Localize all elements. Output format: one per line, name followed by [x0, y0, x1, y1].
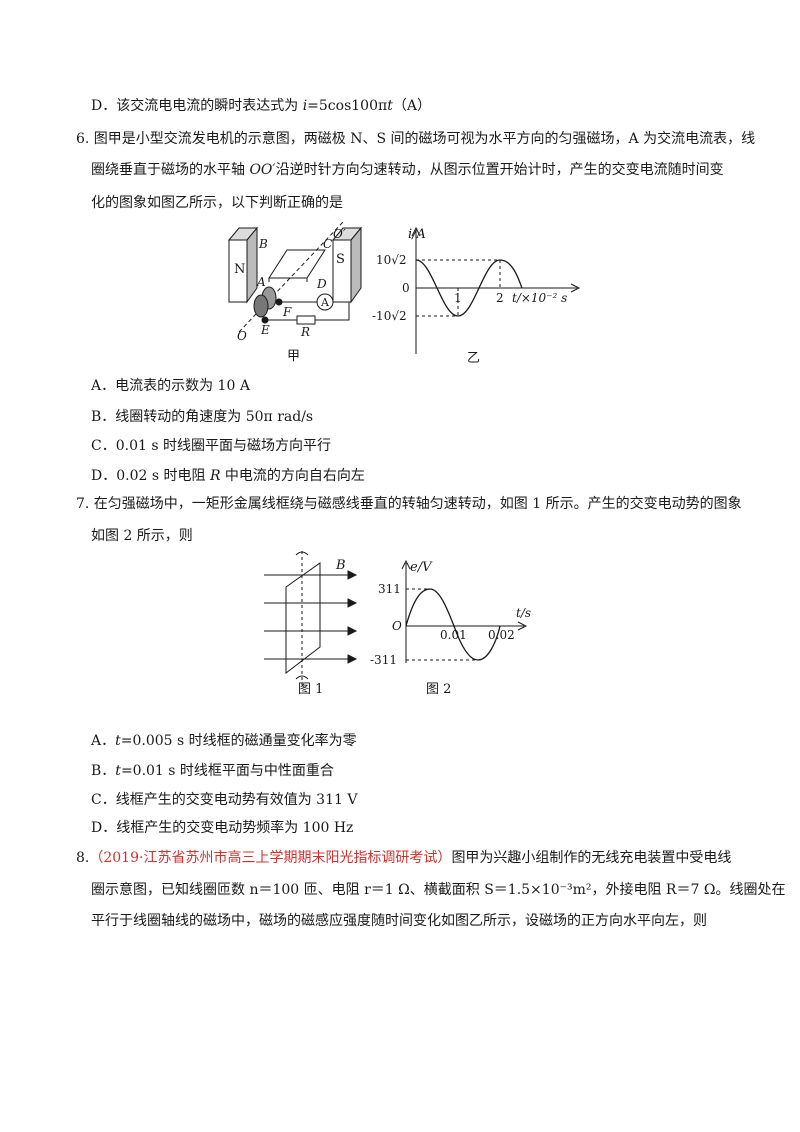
q6-option-c: C．0.01 s 时线圈平面与磁场方向平行 — [91, 438, 331, 454]
magnet-n — [227, 226, 259, 304]
q7-option-b-label: B． — [91, 763, 116, 779]
q7-option-c: C．线框产生的交变电动势有效值为 311 V — [91, 792, 358, 808]
q8-stem-line2: 圈示意图，已知线圈匝数 n＝100 匝、电阻 r＝1 Ω、横截面积 S＝1.5×… — [91, 882, 786, 898]
q6-option-d-pre: D．0.02 s 时电阻 — [91, 468, 210, 484]
label-a: A — [256, 275, 266, 289]
fig2-ylabel: e/V — [410, 560, 433, 575]
fig2-xtick-1: 0.01 — [440, 628, 467, 642]
q8-stem-line3: 平行于线圈轴线的磁场中，磁场的磁感应强度随时间变化如图乙所示，设磁场的正方向水平… — [91, 913, 707, 929]
axis-oo — [238, 221, 344, 333]
fig2-axes — [401, 559, 528, 663]
q6-option-d-var: R — [209, 468, 221, 484]
q6-axis-var: OO′ — [249, 162, 276, 178]
q7-option-a-var: t — [115, 733, 121, 749]
rotating-frame — [285, 562, 321, 675]
yi-xtick-1: 1 — [454, 291, 462, 305]
fig2-ytick-top: 311 — [378, 582, 401, 596]
q7-option-a-label: A． — [91, 733, 116, 749]
label-f: F — [282, 305, 292, 319]
rotation-arrow-top — [295, 551, 309, 556]
q6-figure-yi: i/A 10√2 0 -10√2 1 2 t/×10⁻² s 乙 — [372, 226, 581, 366]
label-o: O — [237, 329, 247, 343]
q5-option-d-expr: =5cos100π — [307, 98, 388, 114]
q8-stem-line1-text: 图甲为兴趣小组制作的无线充电装置中受电线 — [451, 850, 732, 866]
q8-stem-line1: 8.（2019·江苏省苏州市高三上学期期末阳光指标调研考试）图甲为兴趣小组制作的… — [76, 848, 731, 868]
field-lines — [264, 570, 358, 664]
caption-fig1: 图 1 — [298, 682, 323, 697]
q7-option-b: B．t=0.01 s 时线框平面与中性面重合 — [91, 761, 334, 781]
label-s: S — [336, 252, 345, 267]
field-label-b: B — [335, 558, 346, 573]
yi-xlabel: t/×10⁻² s — [512, 291, 567, 305]
circuit — [265, 293, 350, 325]
label-n: N — [234, 262, 245, 277]
q8-source: （2019·江苏省苏州市高三上学期期末阳光指标调研考试） — [89, 850, 452, 866]
q6-stem-line1: 6. 图甲是小型交流发电机的示意图，两磁极 N、S 间的磁场可视为水平方向的匀强… — [76, 131, 756, 147]
q6-option-b: B．线圈转动的角速度为 50π rad/s — [91, 409, 314, 425]
fig2-emf-curve — [405, 588, 501, 661]
label-e: E — [260, 323, 270, 337]
yi-axes — [411, 226, 581, 354]
fig2-origin: O — [392, 619, 402, 633]
yi-ylabel: i/A — [408, 227, 426, 242]
label-b: B — [258, 237, 268, 251]
q6-stem-line3: 化的图象如图乙所示，以下判断正确的是 — [91, 195, 343, 211]
yi-ytick-bottom: -10√2 — [372, 309, 407, 323]
q5-var-t: t — [387, 98, 393, 114]
q6-option-d-post: 中电流的方向自右向左 — [220, 468, 365, 484]
q7-stem-line2: 如图 2 所示，则 — [91, 528, 193, 544]
q6-option-d: D．0.02 s 时电阻 R 中电流的方向自右向左 — [91, 466, 365, 486]
label-d: D — [316, 277, 327, 291]
rotation-arrow-bottom — [295, 675, 309, 680]
q7-option-d: D．线框产生的交变电动势频率为 100 Hz — [91, 820, 354, 836]
q7-figure-1: B 图 1 — [264, 551, 358, 697]
q6-figure-jia: N S B C D A O′ A F E R O 甲 — [227, 221, 363, 364]
yi-ytick-zero: 0 — [402, 281, 410, 295]
yi-current-curve — [415, 259, 523, 317]
q8-number: 8. — [76, 850, 90, 866]
q6-stem-line2-post: 沿逆时针方向匀速转动，从图示位置开始计时，产生的交变电流随时间变 — [275, 162, 724, 178]
q7-figure-2: e/V 311 -311 O 0.01 0.02 t/s 图 2 — [370, 559, 531, 697]
q7-option-a-text: =0.005 s 时线框的磁通量变化率为零 — [120, 733, 357, 749]
coil — [268, 249, 326, 282]
q6-option-a: A．电流表的示数为 10 A — [91, 378, 250, 394]
yi-xtick-2: 2 — [496, 291, 504, 305]
q7-stem-line1: 7. 在匀强磁场中，一矩形金属线框绕与磁感线垂直的转轴匀速转动，如图 1 所示。… — [76, 496, 742, 512]
fig2-xlabel: t/s — [516, 606, 531, 620]
q6-stem-line2: 圈绕垂直于磁场的水平轴 OO′沿逆时针方向匀速转动，从图示位置开始计时，产生的交… — [91, 160, 724, 180]
magnet-s — [331, 226, 363, 304]
q7-option-b-text: =0.01 s 时线框平面与中性面重合 — [120, 763, 334, 779]
caption-fig2: 图 2 — [426, 682, 451, 697]
label-r: R — [300, 325, 310, 339]
label-o-prime: O′ — [333, 227, 346, 241]
q7-option-b-var: t — [115, 763, 121, 779]
fig2-xtick-2: 0.02 — [488, 628, 515, 642]
yi-ytick-top: 10√2 — [376, 253, 407, 267]
caption-yi: 乙 — [467, 351, 480, 366]
caption-jia: 甲 — [287, 349, 300, 364]
q5-option-d-unit: （A） — [392, 98, 431, 114]
q6-stem-line2-pre: 圈绕垂直于磁场的水平轴 — [91, 162, 250, 178]
fig2-ytick-bottom: -311 — [370, 653, 397, 667]
label-c: C — [323, 237, 332, 251]
q5-var-i: i — [302, 98, 308, 114]
fig2-guides — [406, 588, 478, 661]
ammeter-label: A — [320, 296, 330, 309]
q7-option-a: A．t=0.005 s 时线框的磁通量变化率为零 — [91, 731, 357, 751]
slip-rings — [253, 286, 283, 324]
q5-option-d: D．该交流电电流的瞬时表达式为 i=5cos100πt（A） — [91, 96, 431, 116]
q5-option-d-text: D．该交流电电流的瞬时表达式为 — [91, 98, 303, 114]
yi-guides — [416, 259, 501, 317]
